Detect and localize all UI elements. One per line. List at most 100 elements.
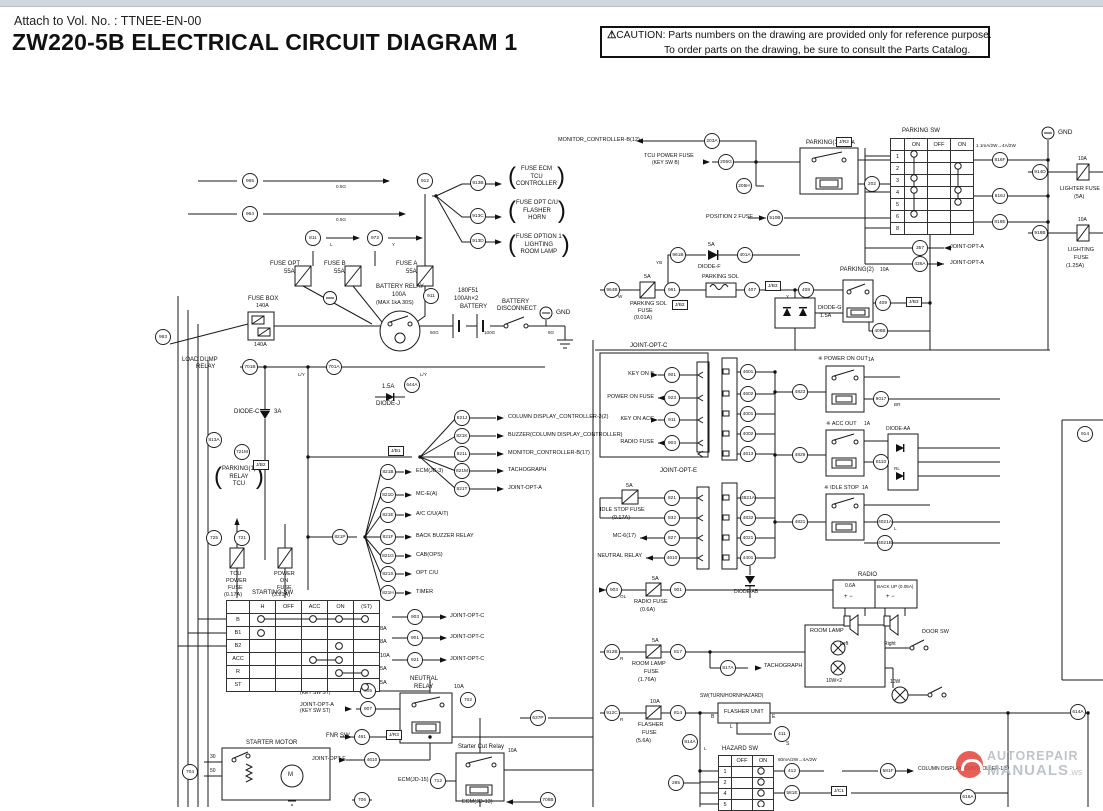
group-line: CONTROLLER — [516, 181, 558, 187]
group-line: TCU — [530, 173, 543, 180]
flasher-pin-l: L — [730, 724, 733, 730]
connector-ref: 964B — [604, 282, 620, 298]
radio-polarity: + − — [886, 594, 895, 600]
connector-ref: 821K — [454, 428, 470, 444]
connector-ref: 821D — [380, 487, 396, 503]
fanout-label: A/C C/U(A/T) — [416, 511, 449, 517]
fuse-opt-label: FUSE OPT — [270, 261, 301, 267]
connector-ref: 401A — [737, 247, 753, 263]
radio-fuse-ref: RADIO FUSE — [620, 439, 654, 445]
room-lamp-title: ROOM LAMP — [810, 628, 844, 634]
connector-ref: 4001 — [740, 406, 756, 422]
parking-sol-fuse-1: PARKING SOL — [630, 301, 667, 307]
parking-sw-title: PARKING SW — [902, 128, 940, 134]
connector-ref: 4602 — [740, 386, 756, 402]
connector-ref: 816F — [992, 152, 1008, 168]
tcu-fuse-3: FUSE — [228, 585, 243, 591]
connector-ref: 412 — [784, 763, 800, 779]
room-lamp-fuse-amp: 5A — [652, 638, 659, 644]
wire-label: R — [620, 717, 624, 722]
flasher-pin-b: B — [711, 714, 715, 720]
connector-ref: 913C — [470, 208, 486, 224]
connector-ref: 817A — [720, 660, 736, 676]
connector-ref: 721M — [234, 444, 250, 460]
idle-stop-fuse-1: IDLE STOP FUSE — [600, 507, 645, 513]
gnd-label: GND — [1058, 129, 1073, 136]
fanout-label: JOINT-OPT-A — [508, 485, 542, 491]
junction-box-tag: J/R2 — [836, 137, 852, 147]
diode-f-amp: 5A — [708, 242, 715, 248]
connector-ref: 285 — [668, 775, 684, 791]
junction-box-tag: J/B3 — [906, 297, 922, 307]
connector-ref: 821H — [380, 585, 396, 601]
radio-fuse-1: RADIO FUSE — [634, 599, 668, 605]
fanout-label: CAB(OPS) — [416, 552, 443, 558]
neutral-relay-1: NEUTRAL — [410, 676, 439, 682]
lamp-10w-label: 10W — [890, 679, 901, 685]
connector-ref: 821 — [664, 490, 680, 506]
terminal-50: 50 — [210, 768, 216, 774]
connector-ref: 708B — [540, 792, 556, 808]
wire-label: L/Y — [420, 372, 427, 377]
radio-title: RADIO — [858, 572, 878, 578]
terminal-30: 30 — [210, 754, 216, 760]
group-line: PARKING(1) — [222, 466, 256, 472]
speaker-left-label: Left — [840, 641, 849, 647]
connector-ref: 901 — [407, 630, 423, 646]
acc-out-title: ※ ACC OUT — [826, 421, 857, 427]
lighter-fuse-2: (5A) — [1074, 194, 1085, 200]
wire-label: 0.5G — [336, 217, 346, 222]
watermark-line1: AUTOREPAIR — [987, 749, 1079, 763]
wire-label: YB — [656, 260, 663, 265]
fuse-a-amp: 55A — [406, 269, 417, 275]
diode-f-label: DIODE-F — [698, 264, 721, 270]
connector-ref: 4832 — [740, 510, 756, 526]
connector-ref: 581E — [784, 785, 800, 801]
page-title: ZW220-5B ELECTRICAL CIRCUIT DIAGRAM 1 — [12, 29, 518, 55]
connector-ref: 963 — [155, 329, 171, 345]
connector-ref: 407 — [744, 282, 760, 298]
connector-ref: 644A — [404, 377, 420, 393]
connector-ref: 827 — [664, 530, 680, 546]
connector-ref: 923 — [664, 390, 680, 406]
flasher-fuse-amp: 10A — [650, 699, 660, 705]
connector-ref: 821E — [380, 507, 396, 523]
power-on-fuse-ref: POWER ON FUSE — [607, 394, 654, 400]
key-on-b-label: KEY ON B — [628, 371, 654, 377]
flasher-pin-e: E — [772, 714, 776, 720]
neutral-relay-amp: 10A — [454, 684, 464, 690]
door-sw-label: DOOR SW — [922, 629, 949, 635]
fanout-label: BUZZER(COLUMN DISPLAY_CONTROLLER) — [508, 432, 623, 438]
group-line: TCU — [232, 481, 246, 487]
wire-label: W — [618, 294, 623, 299]
junction-box-tag: J/B1 — [388, 446, 404, 456]
connector-ref: 901 — [670, 582, 686, 598]
lighter-fuse-amp: 10A — [1078, 156, 1087, 162]
connector-ref: 704 — [182, 764, 198, 780]
group-line: HORN — [528, 215, 546, 221]
connector-ref: 964 — [242, 206, 258, 222]
connector-ref: 712 — [430, 773, 446, 789]
ecm-jd15-label: ECM(JD-15) — [398, 777, 429, 783]
caution-line1: CAUTION: Parts numbers on the drawing ar… — [616, 30, 992, 41]
room-lamp-fuse-3: (1.76A) — [638, 677, 657, 683]
joint-opt-e-ref: JOINT-OPT-E — [312, 756, 346, 762]
flasher-fuse-2: FUSE — [642, 730, 657, 736]
joint-opt-c-ref: JOINT-OPT-C — [450, 634, 485, 640]
battery-model: 180F51 — [458, 288, 479, 294]
connector-ref: 911 — [423, 288, 439, 304]
flasher-fuse-3: (5.6A) — [636, 738, 651, 744]
connector-ref: 461 — [354, 729, 370, 745]
caution-line2: To order parts on the drawing, be sure t… — [664, 44, 971, 56]
joint-opt-e-title: JOINT-OPT-E — [660, 468, 698, 474]
idle-stop-amp: 1A — [862, 485, 869, 491]
battery-relay-amp: 100A — [392, 292, 407, 298]
flasher-unit-title: FLASHER UNIT — [724, 709, 764, 715]
connector-ref: 4821 — [792, 514, 808, 530]
connector-ref: 202 — [864, 176, 880, 192]
fanout-label: MONITOR_CONTROLLER-B(17) — [508, 450, 590, 456]
watermark-suffix: .ws — [1069, 766, 1083, 777]
